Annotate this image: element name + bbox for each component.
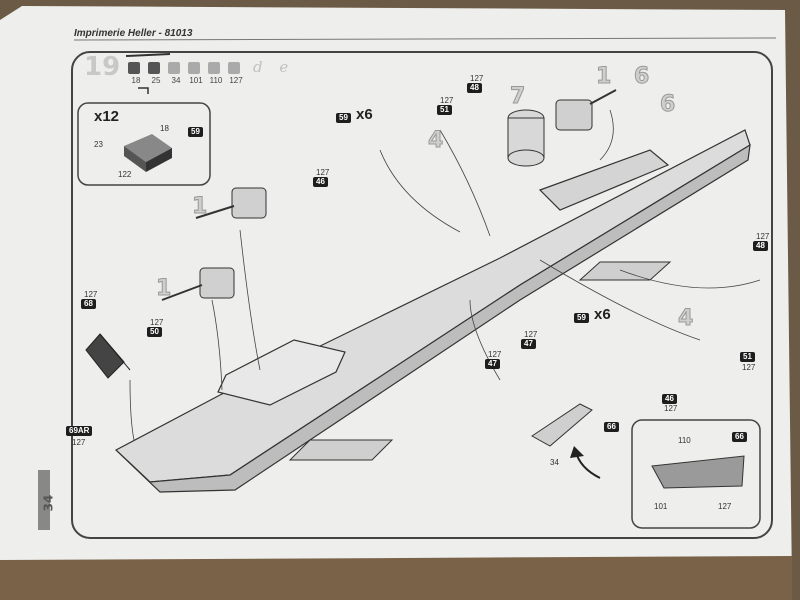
callout-code: 127 (524, 330, 538, 339)
callout-tag: 50 (147, 327, 162, 337)
part-number: 4 (427, 128, 444, 154)
paint-tins (128, 62, 240, 74)
callout-code: 127 (470, 74, 484, 83)
callout-tag: 48 (753, 241, 768, 251)
multiplier-tag: 59 (574, 313, 589, 323)
paint-code: 18 (131, 76, 141, 85)
boat-inset-label: 127 (718, 502, 732, 511)
callout-tag: 46 (313, 177, 328, 187)
callout-code: 127 (488, 350, 502, 359)
callout-code: 127 (316, 168, 330, 177)
display-stands (288, 261, 672, 461)
boat-inset-drawing (651, 455, 745, 489)
step-number: 19 (84, 52, 121, 82)
paint-code: 127 (229, 76, 243, 85)
flag-sub: 127 (72, 438, 86, 447)
step-letters: d e (253, 58, 295, 76)
part-number: 7 (509, 84, 526, 110)
multiplier-text: x6 (594, 306, 611, 323)
gun-turret-rear (195, 187, 267, 219)
boat-inset-tag: 66 (732, 432, 747, 442)
callout-code: 127 (84, 290, 98, 299)
callout-code: 127 (742, 363, 756, 372)
part-number: 4 (677, 306, 694, 332)
callout-tag: 68 (81, 299, 96, 309)
inset-box-detail (77, 102, 211, 186)
part-number: 1 (155, 276, 172, 302)
part-number: 1 (595, 64, 612, 90)
lead-lines (129, 109, 761, 441)
paint-code: 34 (171, 76, 181, 85)
part-number: 6 (659, 92, 676, 118)
inset-box-boat (631, 419, 761, 529)
gun-turret-mid (161, 267, 235, 301)
part-number: 1 (191, 194, 208, 220)
page-number: 34 (41, 494, 56, 512)
paint-code: 110 (209, 76, 223, 85)
step-frame (71, 51, 773, 539)
inset-part-block (124, 134, 172, 172)
callout-code: 127 (664, 404, 678, 413)
table-surface (0, 556, 792, 600)
gun-turret-fore (555, 89, 617, 131)
callout-code: 127 (756, 232, 770, 241)
inset-label: 18 (160, 124, 169, 133)
inset-tag: 59 (188, 127, 203, 137)
callout-code: 127 (440, 96, 454, 105)
boat-inset-label: 101 (654, 502, 668, 511)
header-title: Imprimerie Heller - 81013 (74, 28, 193, 39)
funnel (507, 109, 545, 167)
paint-code-row: 18 25 34 101 110 127 (126, 76, 246, 85)
inset-label: 23 (94, 140, 103, 149)
multiplier-text: x6 (356, 106, 373, 123)
arrow-head (570, 446, 584, 458)
boat-label: 34 (550, 458, 559, 467)
ship-hull (114, 129, 751, 493)
inset-multiplier: x12 (94, 108, 120, 125)
glue-tube-icon (125, 53, 171, 94)
callout-tag: 48 (467, 83, 482, 93)
flag-part (85, 333, 131, 379)
page-number-bar (38, 470, 50, 530)
callout-tag: 51 (437, 105, 452, 115)
callout-tag: 47 (521, 339, 536, 349)
callout-tag: 51 (740, 352, 755, 362)
inset-label: 122 (118, 170, 132, 179)
flag-tag: 69AR (66, 426, 93, 436)
paint-code: 101 (189, 76, 203, 85)
boat-part (531, 403, 593, 447)
callout-tag: 46 (662, 394, 677, 404)
callout-tag: 47 (485, 359, 500, 369)
callout-code: 127 (150, 318, 164, 327)
paint-code: 25 (151, 76, 161, 85)
boat-inset-label: 110 (678, 436, 691, 445)
multiplier-tag: 59 (336, 113, 351, 123)
part-number: 6 (633, 64, 650, 90)
header-rule (73, 37, 777, 41)
boat-tag: 66 (604, 422, 619, 432)
